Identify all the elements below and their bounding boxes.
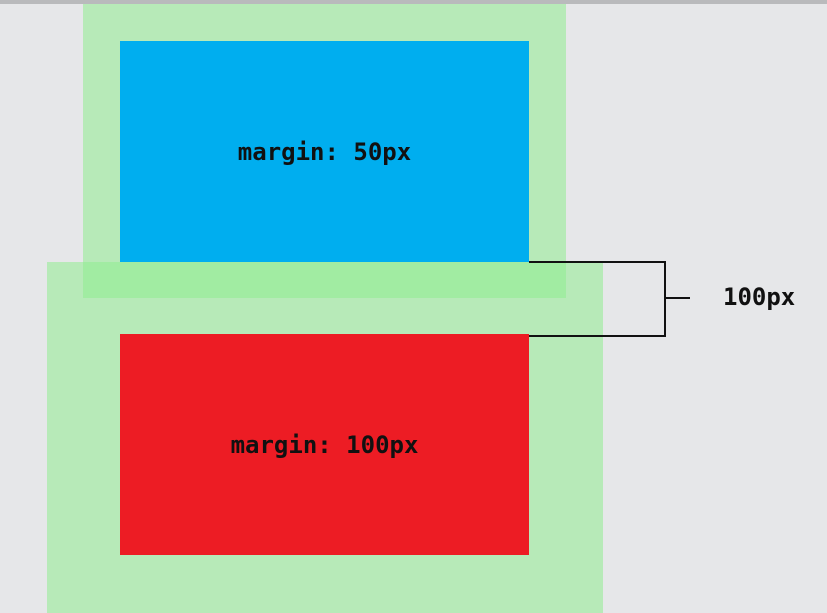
- red-box-label: margin: 100px: [230, 430, 419, 459]
- top-edge-bar: [0, 0, 827, 4]
- blue-box: margin: 50px: [120, 41, 529, 262]
- bracket-line: [529, 261, 666, 337]
- red-box: margin: 100px: [120, 334, 529, 555]
- blue-box-label: margin: 50px: [237, 137, 412, 166]
- collapsed-margin-label: 100px: [723, 283, 796, 311]
